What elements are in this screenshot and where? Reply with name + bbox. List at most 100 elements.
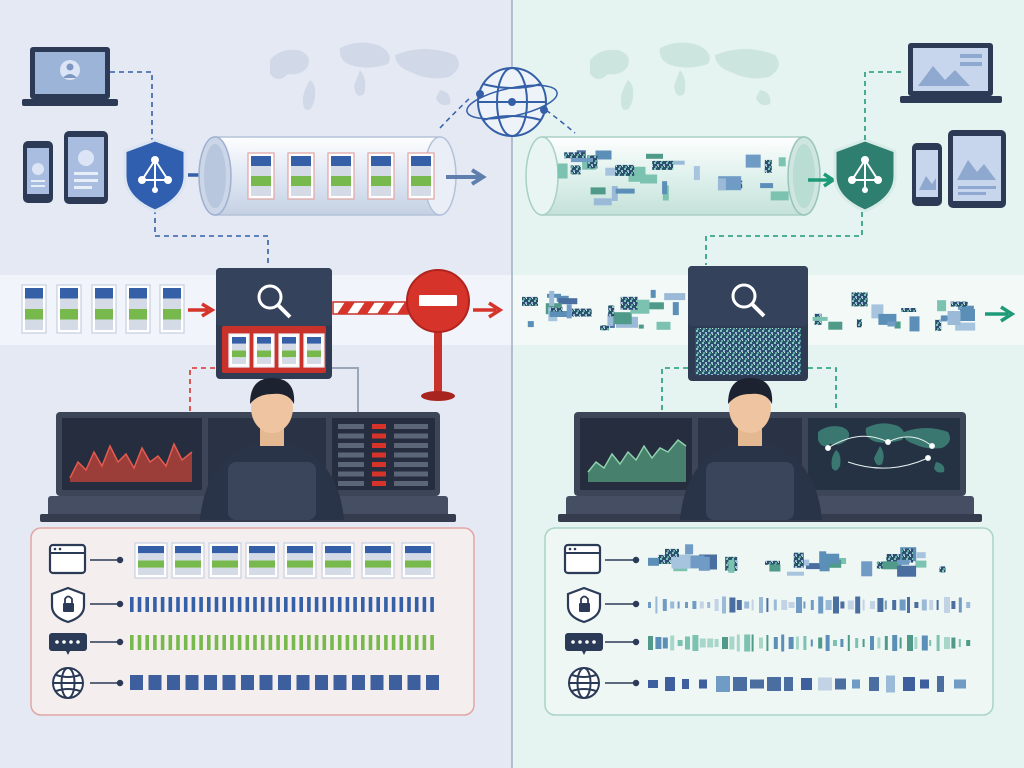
encrypted-fragment bbox=[609, 312, 632, 325]
scrambled-segment bbox=[818, 596, 824, 614]
encrypted-fragment bbox=[656, 321, 671, 330]
scrambled-segment bbox=[773, 637, 778, 649]
browser-window-icon bbox=[563, 543, 602, 575]
alert-cell bbox=[372, 424, 386, 429]
bar-segment bbox=[153, 635, 157, 650]
encrypted-fragment bbox=[615, 164, 635, 176]
data-packet bbox=[91, 284, 117, 334]
table-row bbox=[394, 462, 428, 467]
bar-segment bbox=[260, 635, 265, 650]
magnifier-icon bbox=[257, 284, 292, 319]
data-packet bbox=[56, 284, 82, 334]
bar-segment bbox=[199, 635, 203, 650]
world-map-icon bbox=[590, 42, 779, 110]
scrambled-segment bbox=[840, 639, 844, 647]
scrambled-segment bbox=[750, 679, 764, 689]
encrypted-fragment bbox=[812, 316, 828, 321]
operator-icon bbox=[200, 378, 344, 520]
bar-segment bbox=[330, 635, 334, 650]
scrambled-segment bbox=[707, 638, 714, 648]
encrypted-fragment bbox=[570, 158, 593, 163]
table-row bbox=[394, 481, 428, 486]
arrow-right-icon bbox=[446, 168, 487, 186]
bar-segment bbox=[148, 675, 162, 690]
bar-segment bbox=[422, 597, 427, 612]
encrypted-fragment bbox=[909, 316, 920, 332]
encrypted-fragment bbox=[648, 557, 659, 566]
scrambled-segment bbox=[665, 677, 675, 691]
encrypted-fragment bbox=[646, 153, 663, 159]
bar-segment bbox=[222, 635, 226, 650]
encrypted-fragment bbox=[805, 563, 820, 570]
scrambled-segment bbox=[810, 600, 814, 610]
bar-segment bbox=[260, 597, 265, 612]
data-packet bbox=[159, 284, 185, 334]
bar-segment bbox=[137, 597, 142, 612]
data-packet bbox=[278, 333, 300, 368]
encrypted-fragment bbox=[672, 302, 679, 316]
scrambled-segment bbox=[833, 596, 839, 614]
encrypted-fragment bbox=[939, 566, 946, 573]
alert-cell bbox=[372, 471, 386, 477]
scrambled-segment bbox=[877, 598, 884, 612]
scrambled-segment bbox=[744, 601, 750, 609]
encrypted-fragment bbox=[600, 325, 610, 331]
bar-segment bbox=[268, 597, 273, 612]
encrypted-fragment bbox=[650, 289, 656, 298]
scrambled-segment bbox=[951, 601, 956, 609]
scrambled-segment bbox=[662, 599, 667, 611]
bar-segment bbox=[391, 597, 396, 612]
encrypted-fragment bbox=[778, 157, 786, 167]
encrypted-fragment bbox=[787, 571, 804, 576]
scrambled-segment bbox=[781, 634, 785, 652]
scrambled-segment bbox=[682, 679, 689, 689]
scrambled-segment bbox=[796, 597, 802, 613]
scrambled-segment bbox=[722, 637, 728, 649]
scrambled-segment bbox=[886, 675, 895, 693]
bar-segment bbox=[337, 635, 342, 650]
data-packet bbox=[134, 542, 168, 579]
scrambled-segment bbox=[944, 597, 950, 613]
table-row bbox=[338, 443, 364, 448]
scrambled-segment bbox=[870, 601, 875, 609]
bar-segment bbox=[199, 597, 203, 612]
scrambled-segment bbox=[759, 597, 763, 613]
encrypted-fragment bbox=[662, 181, 668, 195]
encrypted-fragment bbox=[607, 314, 614, 326]
bar-segment bbox=[370, 675, 384, 690]
bar-segment bbox=[399, 597, 404, 612]
shield-network-icon bbox=[123, 138, 187, 213]
encrypted-fragment bbox=[570, 165, 581, 175]
scrambled-segment bbox=[714, 599, 719, 611]
no-entry-sign-icon bbox=[406, 269, 470, 401]
scrambled-segment bbox=[855, 638, 859, 648]
encrypted-fragment bbox=[878, 313, 897, 325]
scrambled-segment bbox=[929, 640, 932, 646]
bar-segment bbox=[237, 597, 242, 612]
bar-segment bbox=[296, 675, 310, 690]
scrambled-segment bbox=[677, 640, 683, 646]
encrypted-fragment bbox=[728, 559, 735, 573]
arrow-right-icon bbox=[808, 172, 837, 188]
alert-cell bbox=[372, 452, 386, 458]
bar-segment bbox=[241, 675, 254, 690]
encrypted-fragment bbox=[620, 296, 638, 310]
encrypted-fragment bbox=[897, 559, 910, 565]
bar-segment bbox=[230, 597, 234, 612]
bar-segment bbox=[407, 635, 411, 650]
scrambled-segment bbox=[716, 676, 730, 692]
encrypted-fragment bbox=[593, 198, 612, 206]
bar-segment bbox=[407, 597, 411, 612]
bar-segment bbox=[237, 635, 242, 650]
encrypted-fragment bbox=[666, 160, 685, 165]
scrambled-segment bbox=[784, 677, 793, 691]
encrypted-fragment bbox=[769, 564, 781, 572]
scrambled-segment bbox=[892, 600, 897, 610]
bar-segment bbox=[207, 635, 211, 650]
bar-segment bbox=[145, 635, 149, 650]
table-row bbox=[394, 452, 428, 458]
scrambled-segment bbox=[677, 601, 680, 609]
operator-icon bbox=[680, 378, 822, 520]
encrypted-fragment bbox=[770, 191, 789, 201]
